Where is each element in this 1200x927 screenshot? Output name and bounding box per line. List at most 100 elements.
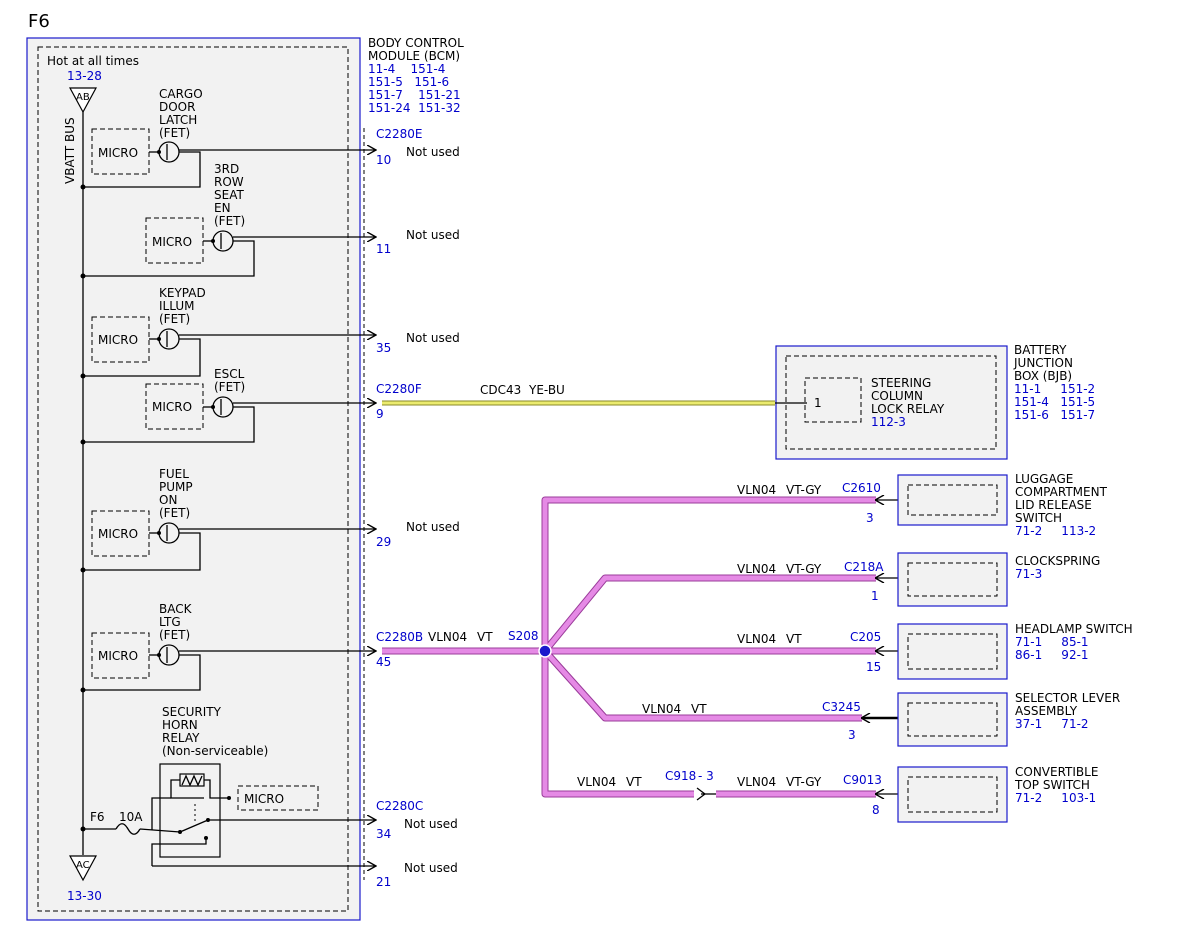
micro-label: MICRO (98, 649, 138, 663)
svg-text:STEERING: STEERING (871, 376, 931, 390)
branch-luggage: VLN04 VT-GY C2610 3 LUGGAGE COMPARTMENT … (737, 472, 1108, 538)
svg-text:PUMP: PUMP (159, 480, 193, 494)
svg-text:TOP SWITCH: TOP SWITCH (1014, 778, 1090, 792)
splice-label: S208 (508, 629, 539, 643)
svg-text:VLN04: VLN04 (737, 632, 776, 646)
svg-text:VT-GY: VT-GY (786, 775, 822, 789)
pin-29: 29 (376, 535, 391, 549)
not-used-29: Not used (406, 520, 460, 534)
fuse-name: F6 (90, 810, 105, 824)
fet-keypad-illum: MICRO KEYPAD ILLUM (FET) (83, 286, 376, 377)
svg-text:- 3: - 3 (698, 769, 714, 783)
micro-label: MICRO (152, 400, 192, 414)
svg-text:JUNCTION: JUNCTION (1013, 356, 1073, 370)
svg-text:SELECTOR LEVER: SELECTOR LEVER (1015, 691, 1120, 705)
svg-text:VT: VT (786, 632, 802, 646)
vln04-harness (382, 496, 876, 798)
branch-selector-lever: VLN04 VT C3245 3 SELECTOR LEVER ASSEMBLY… (642, 691, 1120, 747)
connector-c2280b: C2280B (376, 630, 423, 644)
svg-text:VT-GY: VT-GY (786, 483, 822, 497)
svg-text:CLOCKSPRING: CLOCKSPRING (1015, 554, 1100, 568)
svg-text:HORN: HORN (162, 718, 198, 732)
page-label: F6 (28, 11, 50, 32)
svg-text:RELAY: RELAY (162, 731, 200, 745)
fet-cargo-door-latch: MICRO CARGO DOOR LATCH (FET) (83, 87, 376, 188)
svg-text:(Non-serviceable): (Non-serviceable) (162, 744, 268, 758)
svg-text:ON: ON (159, 493, 177, 507)
svg-text:71-2 113-2: 71-2 113-2 (1015, 524, 1096, 538)
micro-box (91, 632, 150, 679)
not-used-11: Not used (406, 228, 460, 242)
svg-text:C2610: C2610 (842, 481, 881, 495)
pin-34: 34 (376, 827, 391, 841)
pin-9: 9 (376, 407, 384, 421)
bcm-ref-3: 151-7 151-21 (368, 88, 461, 102)
bcm-inner-box (37, 46, 349, 912)
svg-text:VLN04: VLN04 (737, 562, 776, 576)
main-circuit: VLN04 (428, 630, 467, 644)
svg-text:11-1 151-2: 11-1 151-2 (1014, 382, 1095, 396)
svg-text:LUGGAGE: LUGGAGE (1015, 472, 1073, 486)
fet-fuel-pump: MICRO FUEL PUMP ON (FET) (83, 467, 376, 571)
bjb-box (775, 345, 1008, 460)
security-horn-relay: SECURITY HORN RELAY (Non-serviceable) MI… (151, 705, 376, 866)
svg-text:(FET): (FET) (159, 628, 190, 642)
luggage-switch-box (897, 474, 1008, 526)
hot-at-all-times-label: Hot at all times (47, 54, 139, 68)
svg-text:FUEL: FUEL (159, 467, 189, 481)
not-used-35: Not used (406, 331, 460, 345)
svg-text:BACK: BACK (159, 602, 193, 616)
battery-junction-box: 1 STEERING COLUMN LOCK RELAY 112-3 BATTE… (775, 343, 1095, 460)
svg-text:VLN04: VLN04 (737, 483, 776, 497)
connector-c2280c: C2280C (376, 799, 423, 813)
relay-pin-box (804, 377, 862, 423)
svg-text:151-6 151-7: 151-6 151-7 (1014, 408, 1095, 422)
svg-text:COMPARTMENT: COMPARTMENT (1015, 485, 1108, 499)
bjb-pin: 1 (814, 396, 822, 410)
micro-label: MICRO (98, 527, 138, 541)
svg-text:LID RELEASE: LID RELEASE (1015, 498, 1092, 512)
wire-cdc43-circuit: CDC43 (480, 383, 521, 397)
svg-text:BOX (BJB): BOX (BJB) (1014, 369, 1072, 383)
connector-c2280f: C2280F (376, 382, 422, 396)
svg-text:HEADLAMP SWITCH: HEADLAMP SWITCH (1015, 622, 1133, 636)
branch-clockspring: VLN04 VT-GY C218A 1 CLOCKSPRING 71-3 (737, 552, 1100, 607)
micro-box (91, 510, 150, 557)
bcm-name-2: MODULE (BCM) (368, 49, 460, 63)
svg-text:EN: EN (214, 201, 231, 215)
pin-21: 21 (376, 875, 391, 889)
svg-text:C9013: C9013 (843, 773, 882, 787)
svg-text:DOOR: DOOR (159, 100, 195, 114)
svg-text:CONVERTIBLE: CONVERTIBLE (1015, 765, 1098, 779)
svg-text:LTG: LTG (159, 615, 181, 629)
not-used-21: Not used (404, 861, 458, 875)
svg-text:VT: VT (691, 702, 707, 716)
svg-text:(FET): (FET) (159, 126, 190, 140)
svg-text:(FET): (FET) (214, 380, 245, 394)
micro-box (91, 128, 150, 175)
bottom-ref: 13-30 (67, 889, 102, 903)
svg-text:(FET): (FET) (159, 506, 190, 520)
connector-ab-triangle (68, 87, 98, 114)
pin-35: 35 (376, 341, 391, 355)
vbatt-bus-label: VBATT BUS (63, 117, 77, 184)
main-color: VT (477, 630, 493, 644)
svg-text:(FET): (FET) (214, 214, 245, 228)
relay-ref: 112-3 (871, 415, 906, 429)
bjb-inner-box (785, 355, 997, 450)
not-used-10: Not used (406, 145, 460, 159)
svg-text:SWITCH: SWITCH (1015, 511, 1062, 525)
svg-text:VLN04: VLN04 (642, 702, 681, 716)
svg-text:LOCK RELAY: LOCK RELAY (871, 402, 945, 416)
inline-connector-c918 (696, 787, 716, 801)
svg-text:VLN04: VLN04 (737, 775, 776, 789)
connector-ac-triangle (68, 855, 98, 882)
clockspring-box (897, 552, 1008, 607)
svg-text:3: 3 (866, 511, 874, 525)
svg-text:1: 1 (871, 589, 879, 603)
svg-text:LATCH: LATCH (159, 113, 197, 127)
convertible-top-box (897, 766, 1008, 823)
bcm-ref-4: 151-24 151-32 (368, 101, 461, 115)
svg-text:SECURITY: SECURITY (162, 705, 222, 719)
